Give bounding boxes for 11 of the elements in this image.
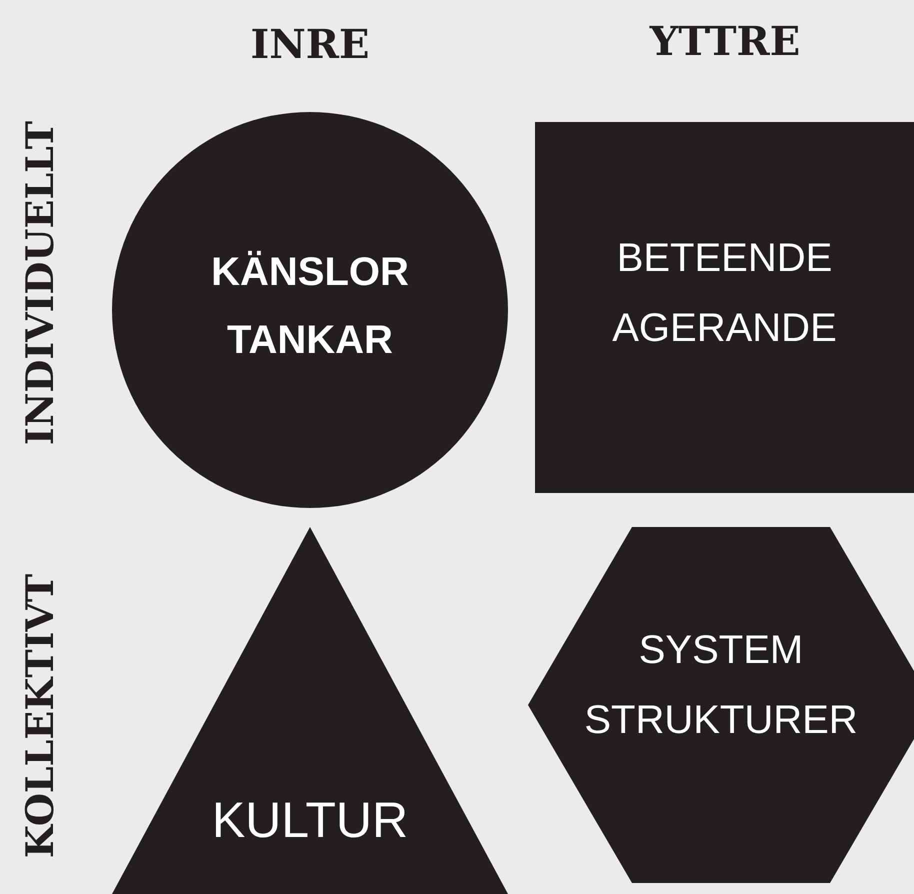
shape-label: KÄNSLOR bbox=[210, 252, 410, 292]
shape-label: STRUKTURER bbox=[583, 700, 859, 740]
shape-label: AGERANDE bbox=[611, 308, 838, 348]
shape-label: SYSTEM bbox=[638, 630, 804, 670]
row-header: INDIVIDUELLT bbox=[21, 120, 59, 446]
shape-label: KULTUR bbox=[210, 795, 410, 845]
column-header: YTTRE bbox=[650, 22, 800, 62]
shape-label: BETEENDE bbox=[616, 238, 834, 278]
row-header: KOLLEKTIVT bbox=[21, 574, 59, 858]
shape-label: TANKAR bbox=[226, 320, 394, 360]
column-header: INRE bbox=[250, 25, 370, 65]
